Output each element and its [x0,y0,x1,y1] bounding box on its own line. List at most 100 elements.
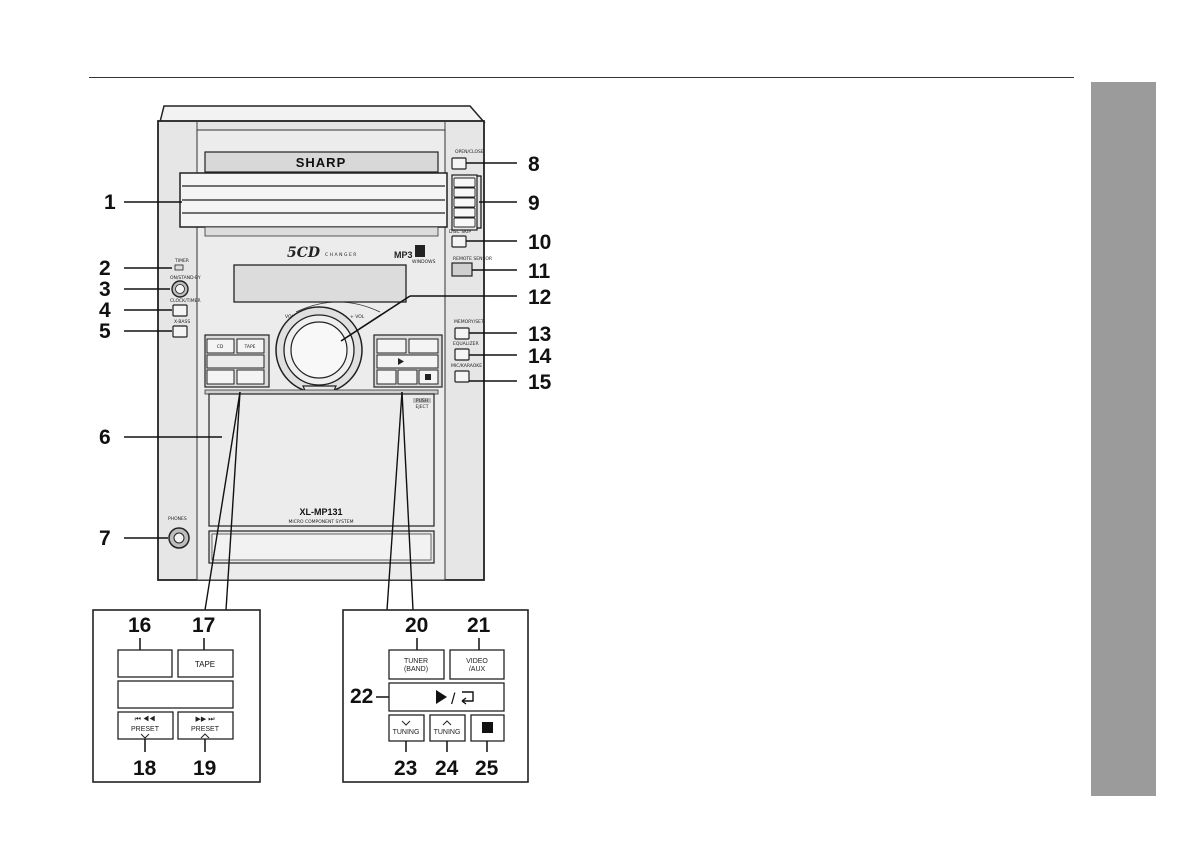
callout-1: 1 [104,191,116,214]
chevron-up-icon [442,720,452,726]
mini-cd-button[interactable] [206,338,235,354]
repeat-icon [461,691,474,705]
play-repeat-button[interactable] [388,682,505,712]
callout-18: 18 [133,757,157,780]
cassette-door[interactable] [208,393,435,527]
callout-15: 15 [528,371,552,394]
memory-set-button[interactable] [454,327,470,340]
preset-up-label: PRESET [191,726,220,733]
cd-button[interactable] [117,649,173,678]
model-name: XL-MP131 [299,507,342,517]
tuner-band-button[interactable] [388,649,445,680]
phones-label: PHONES [168,516,187,522]
mini-cd-label: CD [217,344,224,350]
slash-text: / [451,691,456,708]
tape-button[interactable] [177,649,234,678]
mini-tape-button[interactable] [236,338,265,354]
mini-tuning-up-button[interactable] [397,369,418,385]
blank-wide-button [117,680,234,709]
open-close-label: OPEN/CLOSE [455,149,484,155]
chevron-up-icon [200,733,210,739]
preset-down-symbols: ⏮ ◀◀ [135,715,156,723]
brand-logo: SHARP [296,155,347,170]
mini-preset-down-button[interactable] [206,369,235,385]
callout-21: 21 [467,614,491,637]
callout-13: 13 [528,323,551,346]
x-bass-label: X-BASS [174,319,190,325]
power-label: ON/STAND-BY [170,275,201,281]
karaoke-label: MIC/KARAOKE [451,363,482,369]
callout-20: 20 [405,614,428,637]
callout-23: 23 [394,757,417,780]
callout-24: 24 [435,757,459,780]
equalizer-button[interactable] [454,348,470,361]
clock-timer-button[interactable] [172,304,188,317]
open-close-button[interactable] [451,157,467,170]
callout-17: 17 [192,614,215,637]
callout-5: 5 [99,320,111,343]
tape-button-label: TAPE [195,660,215,669]
video-label: VIDEO [466,658,488,665]
disc-3-button[interactable] [453,197,476,208]
5cd-logo: 5CD [287,245,321,261]
changer-logo: CHANGER [325,252,358,258]
mini-play-button[interactable] [376,354,439,369]
equalizer-label: EQUALIZER [453,341,479,347]
preset-up-symbols: ▶▶ ⏭ [195,716,215,723]
volume-knob[interactable] [290,321,348,379]
tuning-down-button[interactable] [388,714,425,742]
display-window [233,264,407,303]
mini-tuning-down-button[interactable] [376,369,397,385]
timer-indicator [174,264,184,271]
band-label: (BAND) [404,666,428,673]
callout-19: 19 [193,757,216,780]
remote-sensor [451,262,473,277]
leader-lines [124,162,517,539]
disc-5-button[interactable] [453,217,476,228]
callout-7: 7 [99,527,111,550]
callout-8: 8 [528,153,540,176]
preset-down-button[interactable] [117,711,174,740]
header-rule [89,77,1074,78]
x-bass-button[interactable] [172,325,188,338]
karaoke-button[interactable] [454,370,470,383]
aux-label: /AUX [469,666,486,673]
video-aux-button[interactable] [449,649,505,680]
mini-tape-label: TAPE [243,344,255,350]
callout-16: 16 [128,614,151,637]
disc-1-button[interactable] [453,177,476,188]
brand-bar [204,151,439,173]
callout-22: 22 [350,685,373,708]
tuner-label: TUNER [404,658,428,665]
push-label: PUSH [416,398,428,404]
chevron-down-icon [140,733,150,739]
tuning-up-label: TUNING [434,729,461,736]
mini-preset-up-button[interactable] [236,369,265,385]
callout-9: 9 [528,192,540,215]
mp3-sub-logo: WINDOWS [412,259,436,265]
remote-sensor-label: REMOTE SENSOR [453,256,492,262]
side-tab [1091,82,1156,796]
callout-4: 4 [99,299,111,322]
mini-video-button[interactable] [408,338,439,354]
play-icon [436,690,447,704]
unit-top [159,105,486,123]
tuning-down-label: TUNING [393,729,420,736]
disc-skip-button[interactable] [451,235,467,248]
memory-set-label: MEMORY/SET [454,319,484,325]
chevron-down-icon [401,720,411,726]
tuning-up-button[interactable] [429,714,466,742]
disc-2-button[interactable] [453,187,476,198]
mini-tuner-button[interactable] [376,338,407,354]
callout-6: 6 [99,426,111,449]
model-subtitle: MICRO COMPONENT SYSTEM [289,519,354,525]
clock-timer-label: CLOCK/TIMER [170,298,201,304]
callout-12: 12 [528,286,551,309]
zoom-lines [204,391,414,611]
vol-plus-label: + VOL [350,314,365,320]
callout-2: 2 [99,257,111,280]
callout-11: 11 [528,260,551,283]
disc-4-button[interactable] [453,207,476,218]
callout-numbers: 1 2 3 4 5 6 7 8 9 10 11 12 13 14 15 [99,153,552,550]
